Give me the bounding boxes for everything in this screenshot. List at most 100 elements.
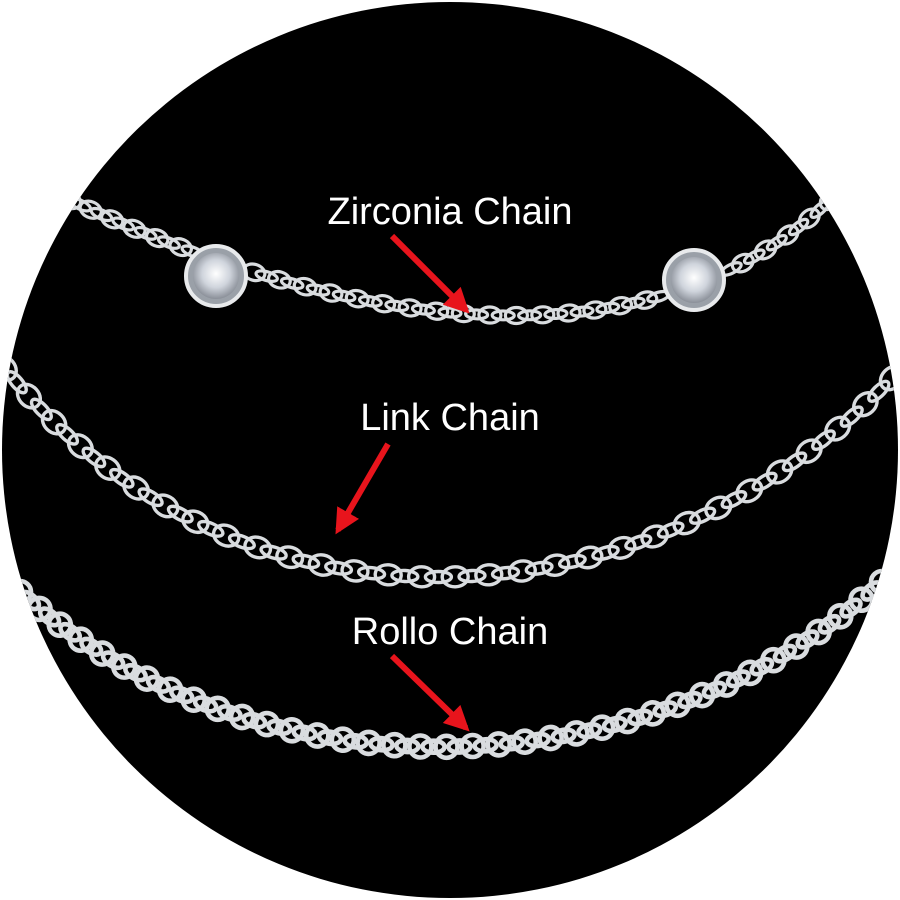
chain-link bbox=[751, 471, 778, 492]
chain-link bbox=[228, 703, 256, 731]
chain-link bbox=[556, 303, 582, 323]
chain-link bbox=[181, 509, 210, 535]
chain-link bbox=[279, 276, 305, 291]
chain-link bbox=[356, 565, 387, 581]
chain-link bbox=[595, 301, 621, 315]
chain-link bbox=[303, 722, 331, 749]
chain-link bbox=[151, 493, 180, 519]
chain-link bbox=[652, 700, 679, 719]
chain-link bbox=[180, 686, 207, 714]
chain-link bbox=[79, 636, 104, 657]
chain-link bbox=[211, 523, 241, 548]
chain-link bbox=[423, 569, 454, 585]
chain-link bbox=[704, 495, 733, 521]
chain-link bbox=[410, 303, 436, 316]
chain-link bbox=[204, 695, 231, 723]
chain-link bbox=[826, 602, 854, 630]
chain-link bbox=[144, 228, 170, 249]
chain-link bbox=[490, 565, 521, 581]
chain-link bbox=[787, 217, 810, 237]
chain-link bbox=[817, 613, 842, 635]
chain-link bbox=[100, 650, 126, 671]
chain-link bbox=[318, 283, 344, 303]
chain-link bbox=[324, 560, 354, 576]
chain-link bbox=[307, 553, 337, 577]
chain-link bbox=[550, 727, 577, 745]
chain-link bbox=[15, 382, 43, 410]
chain-link bbox=[485, 731, 513, 758]
chain-link bbox=[243, 535, 273, 560]
chain-link bbox=[811, 429, 836, 451]
chain-link bbox=[742, 248, 766, 265]
chain-link bbox=[390, 568, 420, 584]
chain-link bbox=[373, 563, 403, 587]
chain-link bbox=[607, 535, 637, 560]
chain-link bbox=[241, 711, 268, 730]
chain-link bbox=[867, 379, 891, 403]
chain-link bbox=[730, 252, 755, 274]
chain-link bbox=[614, 707, 641, 735]
chain-link bbox=[582, 300, 608, 320]
chain-link bbox=[292, 276, 318, 297]
chain-link bbox=[511, 728, 539, 756]
chain-link bbox=[291, 724, 318, 742]
chain-link bbox=[677, 690, 703, 710]
chain-link bbox=[133, 665, 161, 692]
chain-link bbox=[472, 736, 499, 754]
chain-link bbox=[633, 290, 659, 310]
chain-link bbox=[712, 671, 740, 698]
cubic-zirconia-stone bbox=[193, 253, 239, 299]
chain-link bbox=[503, 305, 529, 326]
chain-link bbox=[797, 207, 821, 230]
chain-link bbox=[371, 293, 397, 314]
chain-link bbox=[477, 305, 503, 325]
chain-link bbox=[878, 364, 898, 392]
chain-link bbox=[781, 451, 808, 473]
link-chain bbox=[2, 354, 898, 589]
chain-link bbox=[725, 669, 751, 689]
chain-link bbox=[156, 235, 181, 250]
chain-link bbox=[639, 700, 667, 727]
chain-link bbox=[656, 521, 685, 539]
chain-link bbox=[384, 299, 410, 313]
chain-link bbox=[81, 446, 107, 469]
chain-link bbox=[407, 733, 434, 760]
chain-link bbox=[440, 565, 470, 589]
chain-link bbox=[795, 629, 820, 650]
arrows-group bbox=[335, 233, 470, 732]
link-arrow-icon bbox=[335, 442, 391, 535]
chain-link bbox=[166, 504, 194, 524]
chain-link bbox=[381, 731, 408, 759]
chain-link bbox=[537, 724, 564, 752]
chain-link bbox=[433, 733, 460, 761]
chain-link bbox=[627, 708, 654, 727]
chain-link bbox=[88, 640, 116, 667]
chain-link bbox=[701, 680, 727, 700]
chain-link bbox=[420, 738, 447, 756]
chain-link bbox=[588, 714, 616, 742]
chain-link bbox=[344, 288, 370, 309]
chain-link bbox=[760, 646, 787, 674]
chain-link bbox=[111, 653, 138, 680]
chain-link bbox=[640, 524, 669, 549]
chain-link bbox=[517, 309, 543, 322]
chain-link bbox=[474, 563, 504, 587]
chain-link bbox=[253, 710, 281, 738]
chain-link bbox=[368, 735, 395, 753]
chain-link bbox=[394, 737, 421, 755]
chain-link bbox=[608, 295, 634, 316]
rollo-chain-label: Rollo Chain bbox=[351, 611, 549, 653]
chain-link bbox=[58, 621, 83, 643]
chain-link bbox=[29, 397, 53, 422]
chain-link bbox=[89, 206, 114, 223]
zirconia-chain-label: Zirconia Chain bbox=[327, 191, 573, 233]
chain-link bbox=[795, 438, 823, 465]
chain-link bbox=[329, 726, 357, 754]
rollo-arrow-icon bbox=[389, 653, 470, 732]
chains-group bbox=[2, 188, 898, 761]
chain-link bbox=[601, 715, 628, 734]
chain-link bbox=[720, 489, 748, 510]
